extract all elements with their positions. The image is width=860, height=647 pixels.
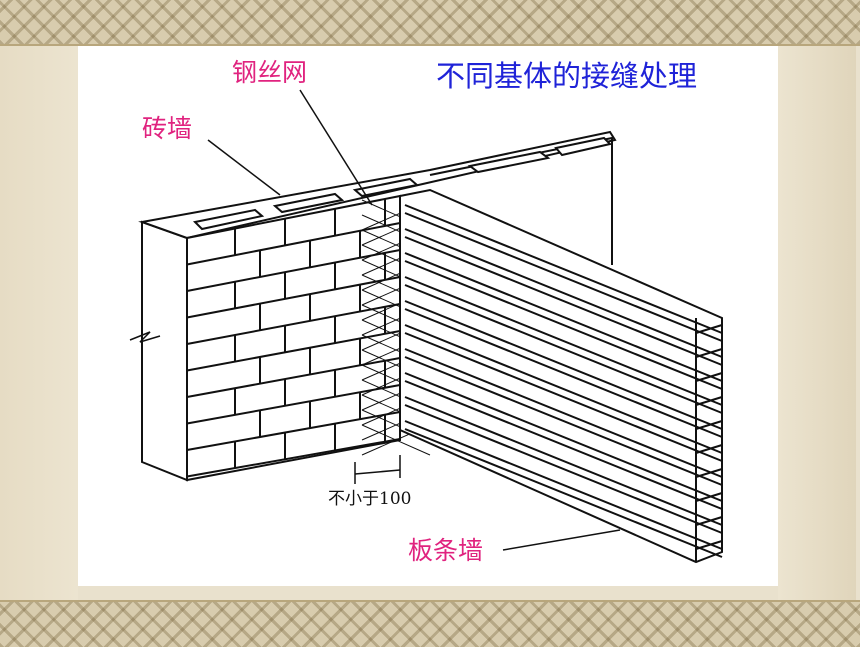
plank-wall (399, 188, 723, 564)
brick-course-joint (186, 303, 401, 345)
leader-lines (207, 89, 621, 551)
plank-edge (404, 284, 723, 414)
plank-edge (404, 348, 723, 478)
left-background-decoration (0, 46, 78, 600)
plank-end (695, 348, 723, 358)
plank-wall-label: 板条墙 (408, 536, 484, 565)
plank-end (695, 540, 723, 550)
plank-edge (404, 236, 723, 366)
plank-edge (404, 396, 723, 526)
plank-edge (404, 308, 723, 438)
plank-edge (404, 204, 723, 334)
plank-edge (404, 300, 723, 430)
page-title: 不同基体的接缝处理 (436, 59, 698, 93)
brick-course-joint (186, 357, 401, 398)
brick-course-joint (186, 276, 401, 319)
plank-edge (404, 332, 723, 462)
plank-edge (404, 404, 723, 534)
plank-edge (404, 260, 723, 390)
dimension-label: 不小于100 (328, 489, 412, 509)
top-decorative-border (0, 0, 860, 46)
plank-end (695, 468, 723, 478)
plank-end (695, 516, 723, 526)
plank-end (695, 324, 723, 334)
plank-edge (404, 212, 723, 342)
plank-edge (404, 380, 723, 510)
bottom-decorative-border (0, 600, 860, 647)
plank-end (695, 420, 723, 430)
plank-end (695, 372, 723, 382)
brick-course-joint (186, 411, 401, 451)
plank-end (695, 444, 723, 454)
plank-edge (404, 356, 723, 486)
brick-course-joint (186, 330, 401, 372)
plank-edge (404, 420, 723, 550)
brick-courses (186, 198, 401, 478)
brick-course-joint (186, 438, 401, 478)
plank-edge (404, 228, 723, 358)
plank-edge (404, 276, 723, 406)
brick-wall-label: 砖墙 (142, 114, 193, 143)
top-bricks (192, 136, 612, 231)
plank-end (695, 492, 723, 502)
plank-edge (404, 428, 723, 558)
plank-end (695, 396, 723, 406)
brick-course-joint (186, 222, 401, 266)
plank-edge (404, 324, 723, 454)
dimension-marks (354, 455, 401, 484)
right-background-decoration (778, 46, 856, 600)
plank-edge (404, 372, 723, 502)
brick-course-joint (186, 249, 401, 292)
plank-edge (404, 252, 723, 382)
brick-course-joint (186, 384, 401, 425)
mesh-label: 钢丝网 (232, 58, 308, 87)
